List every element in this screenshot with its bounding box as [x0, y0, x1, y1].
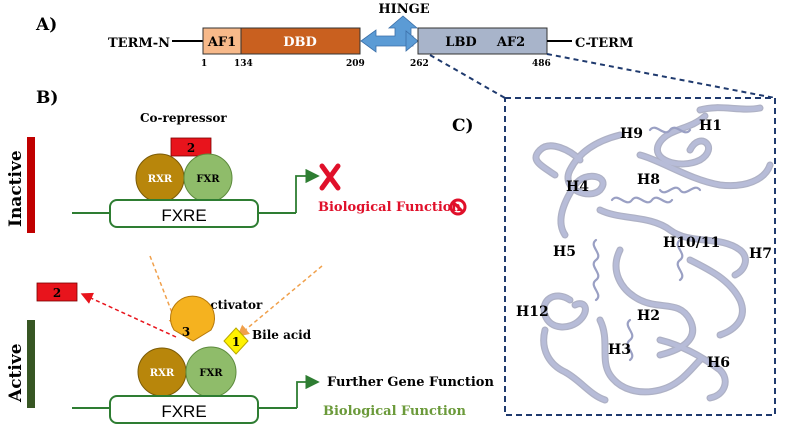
dbd-label: DBD — [283, 35, 317, 50]
helix-h2: H2 — [637, 308, 660, 324]
helix-h3: H3 — [608, 342, 631, 358]
position-134: 134 — [234, 59, 253, 69]
dbd-domain — [240, 27, 361, 55]
helix-h8: H8 — [637, 172, 660, 188]
released-corepressor-box — [36, 282, 78, 302]
inactive-bar — [27, 137, 35, 233]
zoom-line-right — [546, 53, 776, 99]
fxr-label-active: FXR — [199, 368, 223, 379]
blocked-cross-icon — [319, 163, 341, 191]
term-c-label: C-TERM — [575, 36, 633, 51]
transcription-arrow-active — [296, 374, 320, 408]
helix-h4: H4 — [566, 179, 589, 195]
helix-h6: H6 — [707, 355, 730, 371]
bile-acid-number: 1 — [232, 335, 240, 349]
hinge-label: HINGE — [378, 2, 429, 17]
lbd-domain — [417, 27, 548, 55]
helix-h10-11: H10/11 — [663, 235, 720, 251]
af1-label: AF1 — [207, 35, 236, 50]
zoom-line-left — [429, 54, 506, 99]
corepressor-release-arrow — [80, 292, 177, 338]
fxr-label-inactive: FXR — [196, 174, 220, 185]
helix-h9: H9 — [620, 126, 643, 142]
bile-acid-incoming-arrow — [236, 265, 323, 337]
corepressor-number: 2 — [187, 141, 195, 155]
panel-c: C) — [452, 97, 776, 416]
inactive-label: Inactive — [6, 150, 26, 227]
active-outcome-bio: Biological Function — [323, 404, 466, 419]
active-label: Active — [6, 343, 26, 403]
position-486: 486 — [532, 59, 551, 69]
position-1: 1 — [201, 59, 207, 69]
active-outcome-gene: Further Gene Function — [327, 375, 494, 390]
panel-b-label: B) — [36, 88, 58, 108]
released-corepressor-number: 2 — [53, 286, 61, 300]
helix-h5: H5 — [553, 244, 576, 260]
term-n-label: TERM-N — [108, 36, 170, 51]
inactive-outcome: Biological Function — [318, 200, 461, 215]
af2-label: AF2 — [496, 35, 525, 50]
fxre-box-active — [109, 395, 259, 424]
panel-a: A) TERM-N AF1 DBD HINGE LBD AF2 C-TERM 1… — [35, 2, 776, 99]
position-209: 209 — [346, 59, 365, 69]
coactivator-number: 3 — [182, 325, 190, 339]
helix-h1: H1 — [699, 118, 722, 134]
helix-h12: H12 — [516, 304, 549, 320]
corepressor-title: Co-repressor — [140, 111, 227, 125]
active-bar — [27, 320, 35, 408]
position-262: 262 — [410, 59, 429, 69]
rxr-label-inactive: RXR — [148, 174, 173, 185]
protein-ribbon — [532, 104, 774, 404]
bile-acid-label: Bile acid — [252, 328, 312, 342]
transcription-arrow-inactive — [295, 168, 320, 213]
panel-b: B) Inactive Co-repressor 2 RXR FXR FXRE … — [6, 88, 494, 424]
active-state: Active 2 Co-activator 3 1 Bile acid RXR … — [6, 255, 494, 424]
panel-c-label: C) — [452, 116, 474, 136]
fxre-label-active: FXRE — [161, 402, 206, 421]
panel-a-label: A) — [35, 15, 57, 35]
bile-acid-diamond — [223, 327, 249, 355]
fxre-box-inactive — [109, 199, 259, 228]
hinge-arrow — [360, 15, 419, 53]
inactive-state: Inactive Co-repressor 2 RXR FXR FXRE Bio… — [6, 111, 467, 233]
rxr-label-active: RXR — [150, 368, 175, 379]
lbd-label: LBD — [445, 35, 476, 50]
helix-h7: H7 — [749, 246, 772, 262]
fxre-label-inactive: FXRE — [161, 206, 206, 225]
coactivator-shape — [170, 295, 215, 342]
corepressor-box — [170, 137, 212, 157]
prohibited-icon — [449, 198, 467, 216]
